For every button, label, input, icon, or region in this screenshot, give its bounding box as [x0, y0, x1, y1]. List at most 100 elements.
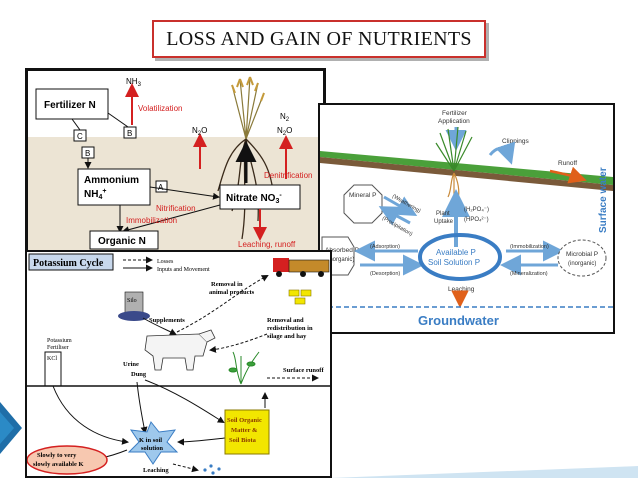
fertilizer-label-2: Application	[438, 118, 470, 125]
clippings-arrow	[488, 141, 516, 165]
pasture-plant-icon	[228, 351, 260, 385]
removal-animal-label-1: Removal in	[211, 281, 243, 288]
legend-inputs: Inputs and Movement	[157, 267, 210, 273]
absorbed-p-label-1: Absorbed P	[325, 247, 359, 254]
hay-bales-icon	[288, 289, 312, 305]
leaching-p-label: Leaching	[448, 286, 475, 293]
box-c-label: C	[77, 132, 83, 141]
leaching-k-label: Leaching	[143, 467, 169, 474]
available-p-label-1: Available P	[436, 248, 476, 257]
nitrate-label: Nitrate NO	[226, 193, 276, 204]
microbial-p-label-1: Microbial P	[566, 251, 598, 258]
leaching-runoff-label: Leaching, runoff	[238, 240, 296, 249]
slowly-available-label-2: slowly available K	[33, 461, 84, 468]
fert-to-b-line	[107, 112, 129, 128]
fertilizer-n-label: Fertilizer N	[44, 100, 96, 111]
available-p-label-2: Soil Solution P	[428, 258, 480, 267]
n2o-right-label: N	[277, 126, 283, 135]
k-soil-solution-star	[127, 421, 179, 465]
nh4-label: NH	[84, 189, 98, 200]
removal-silage-label-3: silage and hay	[267, 333, 307, 340]
surface-water-label: Surface water	[598, 167, 609, 233]
box-b-mid-label: B	[85, 149, 90, 158]
nh3-label: NH	[126, 77, 138, 86]
mineral-p-octagon	[343, 184, 383, 224]
potassium-cycle-panel: Potassium Cycle Losses Inputs and Moveme…	[25, 250, 332, 478]
soil-om-label-1: Soil Organic	[227, 417, 262, 424]
wheat-plant-icon	[217, 76, 275, 240]
soil-om-label-3: Soil Biota	[229, 437, 257, 444]
microbial-p-ellipse	[557, 239, 607, 277]
immobilization-label: Immobilization	[126, 216, 177, 225]
n2-label: N	[280, 112, 286, 121]
immobilization-p-label: (Immobilization)	[510, 244, 549, 250]
mineralization-label: (Mineralization)	[510, 271, 548, 277]
kcl-label: KCl	[47, 356, 57, 362]
potassium-title: Potassium Cycle	[33, 258, 104, 269]
plant-uptake-label-1: Plant	[436, 211, 450, 217]
fertiliser-label-2: Fertiliser	[47, 345, 69, 351]
plant-uptake-label-2: Uptake	[434, 219, 454, 225]
slide-title: LOSS AND GAIN OF NUTRIENTS	[166, 27, 472, 50]
svg-text:N2O: N2O	[277, 126, 292, 137]
nitrogen-cycle-panel: Fertilizer N NH3 Volatilization B C B N2…	[25, 68, 326, 253]
slide-title-box: LOSS AND GAIN OF NUTRIENTS	[152, 20, 486, 58]
box-a-label: A	[158, 183, 164, 192]
organic-n-box	[89, 230, 159, 250]
leaching-particles-icon	[203, 464, 221, 475]
svg-text:N2: N2	[280, 112, 290, 123]
dung-label: Dung	[131, 371, 147, 378]
removal-animal-label-2: animal products	[209, 289, 255, 296]
denitrification-label: Denitrification	[264, 171, 312, 180]
potassium-title-box	[28, 253, 114, 271]
volatilization-label: Volatilization	[138, 104, 182, 113]
removal-silage-label-1: Removal and	[267, 317, 304, 324]
fertilizer-n-box	[35, 88, 109, 120]
potassium-cycle-diagram: Potassium Cycle Losses Inputs and Moveme…	[27, 252, 330, 476]
n2o-left-label: N	[192, 126, 198, 135]
slide-bottom-decoration	[330, 462, 638, 478]
removal-silage-label-2: redistribution in	[267, 325, 313, 332]
hpo4-label: (HPO₄²⁻)	[464, 217, 489, 223]
svg-text:Nitrate NO3-: Nitrate NO3-	[226, 192, 282, 205]
ammonium-box	[77, 168, 151, 206]
turf-grass-icon	[320, 151, 613, 191]
fertilizer-label-1: Fertilizer	[442, 110, 468, 117]
truck-icon	[273, 258, 330, 277]
ammonium-label: Ammonium	[84, 175, 139, 186]
phosphorus-cycle-panel: Fertilizer Application Clippings Runoff …	[318, 103, 615, 334]
k-soil-label-2: solution	[141, 445, 163, 452]
box-a	[155, 180, 168, 193]
immobilization-arrow	[122, 204, 221, 234]
svg-text:NH4+: NH4+	[84, 188, 106, 201]
svg-text:N2O: N2O	[192, 126, 207, 137]
mineral-p-label: Mineral P	[349, 192, 376, 199]
surface-runoff-label: Surface runoff	[283, 367, 324, 374]
silo-icon	[118, 291, 150, 321]
slowly-available-label-1: Slowly to very	[37, 452, 77, 459]
absorbed-p-label-2: (inorganic)	[326, 257, 354, 263]
supplements-label: Supplements	[149, 317, 185, 324]
soil-organic-matter-box	[224, 409, 270, 455]
groundwater-label: Groundwater	[418, 313, 499, 328]
soil-om-label-2: Matter &	[231, 427, 258, 434]
clippings-label: Clippings	[502, 138, 529, 145]
nitrogen-cycle-diagram: Fertilizer N NH3 Volatilization B C B N2…	[28, 71, 323, 250]
desorption-label: (Desorption)	[370, 271, 400, 277]
k-soil-label-1: K in soil	[139, 437, 162, 444]
runoff-label: Runoff	[558, 160, 577, 167]
grass-plant-icon	[435, 126, 473, 200]
slide-corner-decoration	[0, 382, 40, 478]
nitrification-label: Nitrification	[156, 204, 196, 213]
box-b-top	[123, 126, 137, 139]
h2po4-label: (H₂PO₄⁻)	[464, 207, 489, 213]
microbial-p-label-2: (inorganic)	[568, 261, 596, 267]
box-b-top-label: B	[127, 129, 132, 138]
slowly-available-k-ellipse	[27, 445, 108, 475]
adsorption-label: (Adsorption)	[370, 244, 400, 250]
svg-text:NH3: NH3	[126, 77, 142, 88]
cow-icon	[144, 329, 216, 371]
urine-label: Urine	[123, 361, 139, 368]
phosphorus-cycle-diagram: Fertilizer Application Clippings Runoff …	[320, 105, 613, 332]
nitrification-arrow	[149, 186, 220, 200]
